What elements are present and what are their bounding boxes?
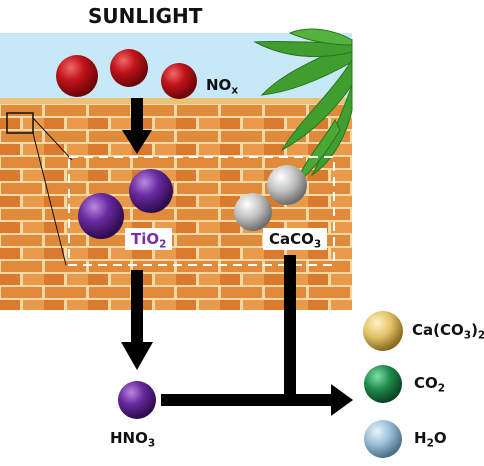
legend-swatch-h2o [364,420,402,458]
legend-text: H [414,429,427,447]
caco3-label: CaCO3 [263,228,328,251]
legend-label-h2o: H2O [414,429,447,450]
arrow-shaft [131,98,143,132]
arrow-shaft [284,255,296,405]
legend-text: ) [471,321,478,339]
legend-swatch-co2 [364,365,402,403]
nox-label: NOx [206,76,239,97]
zoom-region [6,112,34,134]
hno3-molecule [118,381,156,419]
legend-text: Ca(CO [412,321,464,339]
nox-molecule [56,55,98,97]
legend-sub: 3 [463,329,472,342]
wall-scene [0,28,353,310]
arrow-right-icon [331,384,353,416]
tio2-molecule [129,169,173,213]
legend-label-co2: CO2 [414,374,446,395]
caco3-label-base: CaCO [269,230,314,248]
tio2-label-base: TiO [131,230,160,248]
nox-label-sub: x [231,84,239,97]
arrow-down-icon [121,342,153,370]
legend-sub: 2 [477,329,484,342]
nox-molecules [56,49,197,99]
nox-molecule [161,63,197,99]
tio2-molecule [78,193,124,239]
legend-text: CO [414,374,438,392]
arrow-down-icon [122,130,152,154]
caco3-label-sub: 3 [313,238,322,251]
legend-label-caco32: Ca(CO3)2 [412,321,484,342]
hno3-label: HNO3 [110,429,156,450]
nox-molecule [110,49,148,87]
flow-arrows [121,98,353,416]
tio2-label: TiO2 [125,228,173,251]
legend-sub: 2 [437,382,446,395]
hno3-label-sub: 3 [147,437,156,450]
legend-swatch-caco32 [363,311,403,351]
hno3-label-base: HNO [110,429,148,447]
surface-box [68,156,335,266]
title-sunlight: SUNLIGHT [88,4,203,28]
tio2-label-sub: 2 [159,238,167,251]
nox-label-base: NO [206,76,232,94]
legend-text: O [433,429,447,447]
caco3-molecule [234,193,272,231]
arrow-shaft [161,394,333,406]
arrow-shaft [131,270,143,344]
leaf-icon [253,28,353,187]
caco3-molecule [267,165,307,205]
legend-sub: 2 [426,437,434,450]
